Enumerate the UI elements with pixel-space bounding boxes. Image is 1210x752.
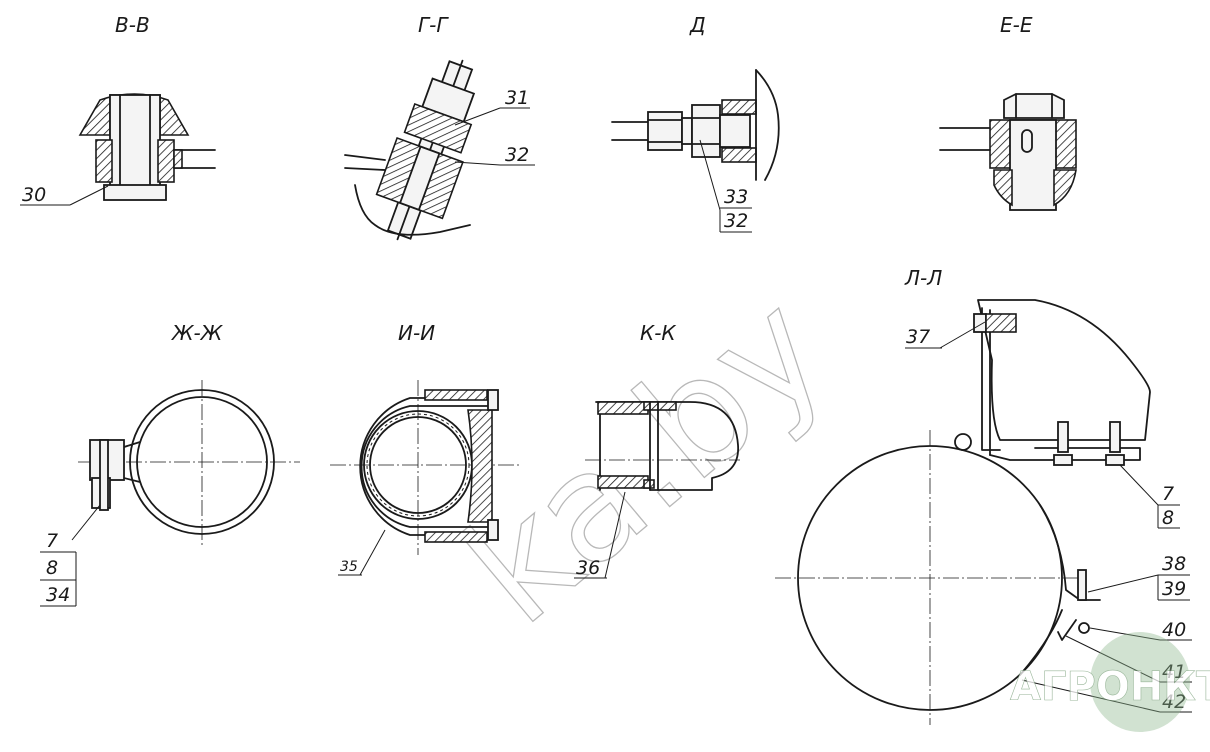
- view-section-ii: И-И 35: [330, 321, 520, 576]
- section-title-gg: Г-Г: [418, 13, 449, 37]
- callout-33: 33: [724, 186, 748, 208]
- callout-40: 40: [1162, 619, 1186, 641]
- callout-7-ll: 7: [1162, 483, 1174, 505]
- callout-8-zhzh: 8: [46, 557, 58, 579]
- section-title-ee: Е-Е: [1000, 13, 1033, 37]
- callout-42: 42: [1162, 691, 1186, 713]
- callout-34: 34: [46, 584, 70, 606]
- callout-32-d: 32: [724, 210, 748, 232]
- callout-35: 35: [340, 559, 358, 575]
- callout-36: 36: [576, 557, 600, 579]
- view-d: Д 33 32: [611, 13, 780, 233]
- view-section-gg: Г-Г 31 32: [344, 13, 535, 241]
- section-title-zhzh: Ж-Ж: [170, 321, 224, 345]
- section-title-ii: И-И: [398, 321, 435, 345]
- callout-32-gg: 32: [505, 144, 529, 166]
- callout-7-zhzh: 7: [46, 530, 58, 552]
- callout-30: 30: [22, 184, 46, 206]
- section-title-kk: К-К: [640, 321, 676, 345]
- view-section-kk: К-К 36: [574, 321, 740, 579]
- callout-38: 38: [1162, 553, 1186, 575]
- callout-41: 41: [1162, 661, 1186, 683]
- callout-37: 37: [906, 326, 930, 348]
- callout-39: 39: [1162, 578, 1186, 600]
- agronkt-logo: АГРОНКТ: [1010, 632, 1210, 732]
- view-section-zhzh: Ж-Ж 7 8 34: [40, 321, 300, 607]
- svg-text:АГРОНКТ: АГРОНКТ: [1010, 664, 1210, 710]
- section-title-vv: В-В: [115, 13, 150, 37]
- view-section-ll: Л-Л 37 7 8 38 39 40: [775, 266, 1192, 725]
- callout-31: 31: [505, 87, 529, 109]
- view-section-ee: Е-Е: [939, 13, 1077, 211]
- callout-8-ll: 8: [1162, 507, 1174, 529]
- section-title-ll: Л-Л: [904, 266, 942, 290]
- section-title-d: Д: [689, 13, 706, 37]
- view-section-vv: В-В 30: [20, 13, 216, 206]
